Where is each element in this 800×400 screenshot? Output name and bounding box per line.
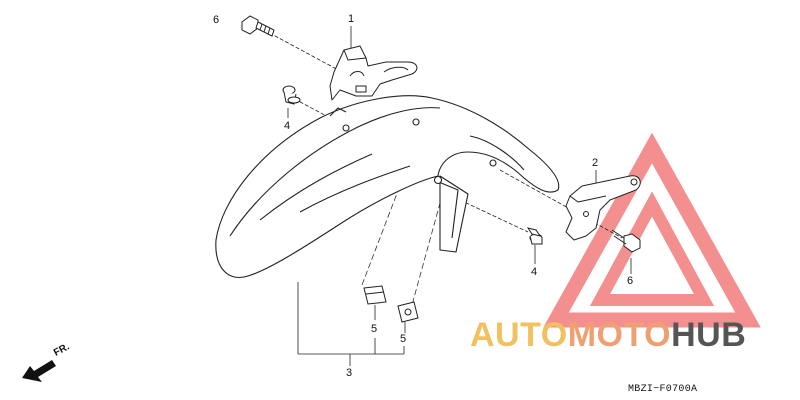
bolt-part-6-left [241, 15, 275, 37]
bolt-part-6-right [611, 229, 641, 253]
watermark-moto: MOTO [567, 316, 672, 354]
callout-part-2: 2 [592, 157, 599, 169]
watermark-logo-text: AUTOMOTOHUB [470, 318, 746, 352]
front-fender-part [215, 95, 560, 278]
bracket-part-2 [565, 175, 641, 241]
callout-part-1: 1 [348, 13, 355, 25]
clip-nut-part-5-right [397, 301, 419, 323]
clip-nut-part-5-left [363, 285, 387, 305]
bracket-part-1 [329, 45, 418, 101]
front-direction-arrow-icon [22, 360, 56, 382]
callout-part-5-left: 5 [371, 323, 378, 335]
callout-part-4-right: 4 [531, 266, 538, 278]
callout-part-6-left: 6 [213, 14, 220, 26]
watermark-triangle-icon [543, 132, 761, 328]
screw-part-4-right [526, 227, 543, 245]
callout-part-4-left: 4 [284, 120, 291, 132]
callout-part-3: 3 [346, 367, 353, 379]
callout-part-5-right: 5 [400, 333, 407, 345]
screw-part-4-left [282, 85, 301, 105]
watermark-auto: AUTO [470, 316, 568, 354]
watermark-hub: HUB [671, 316, 747, 354]
callout-part-6-right: 6 [627, 275, 634, 287]
diagram-code: MBZI−F0700A [628, 384, 698, 395]
